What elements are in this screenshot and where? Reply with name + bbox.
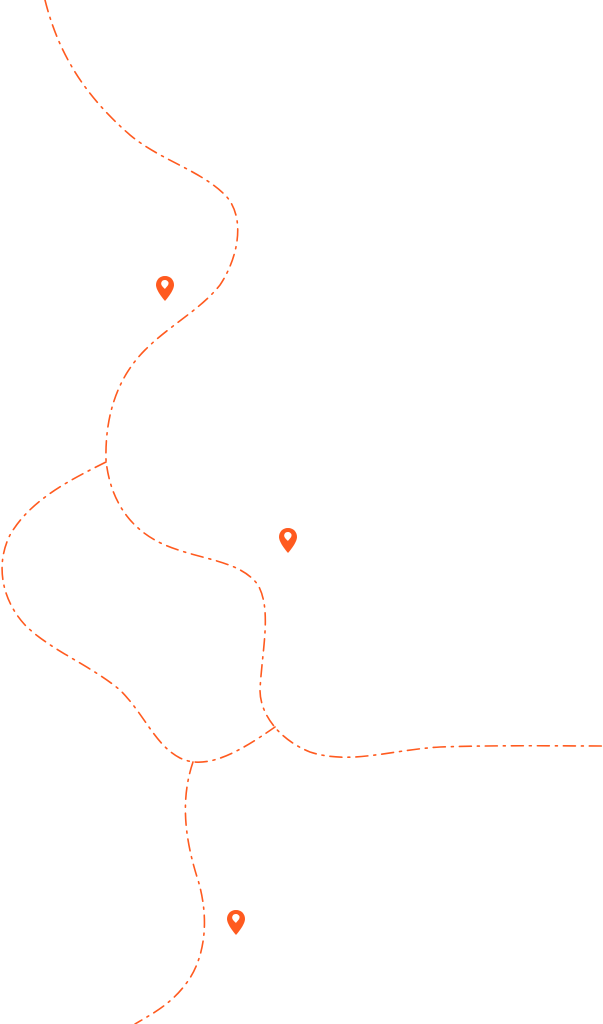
route-south <box>134 761 206 1024</box>
route-main <box>44 0 603 758</box>
map-pin-icon[interactable] <box>155 276 175 302</box>
map-pin-icon[interactable] <box>226 910 246 936</box>
route-loop <box>1 461 276 763</box>
map-pin-icon[interactable] <box>278 528 298 554</box>
